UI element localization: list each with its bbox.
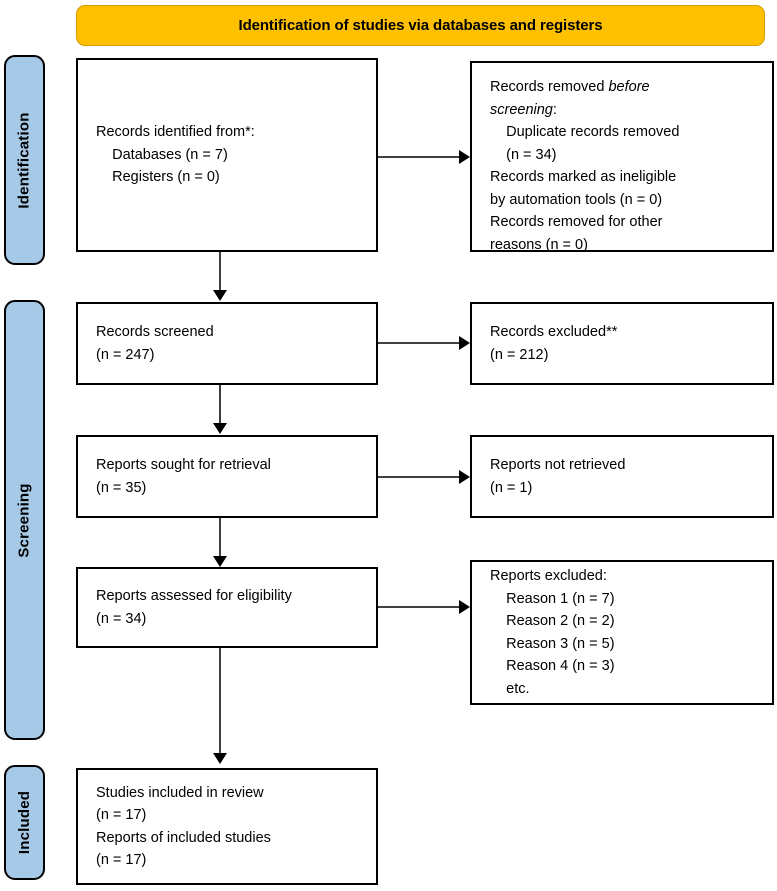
- box-records-screened-text: Records screened (n = 247): [96, 324, 214, 363]
- box-records-removed: Records removed before screening: Duplic…: [470, 61, 774, 253]
- connector-sought-to-assessed: [219, 518, 221, 558]
- connector-assessed-to-excluded: [378, 606, 462, 608]
- connector-identified-to-screened: [219, 252, 221, 292]
- arrowhead-assessed-to-included: [213, 753, 227, 764]
- stage-band-included: Included: [4, 765, 45, 880]
- box-reports-not-retrieved: Reports not retrieved (n = 1): [470, 435, 774, 518]
- box-records-identified-text: Records identified from*: Databases (n =…: [96, 124, 255, 186]
- arrowhead-sought-to-assessed: [213, 556, 227, 567]
- arrowhead-screened-to-sought: [213, 423, 227, 434]
- stage-label-included: Included: [16, 790, 33, 855]
- box-records-screened: Records screened (n = 247): [76, 302, 378, 385]
- box-reports-sought-text: Reports sought for retrieval (n = 35): [96, 457, 271, 496]
- box-reports-assessed-text: Reports assessed for eligibility (n = 34…: [96, 588, 292, 627]
- connector-screened-to-sought: [219, 385, 221, 425]
- box-records-excluded: Records excluded** (n = 212): [470, 302, 774, 385]
- page-title: Identification of studies via databases …: [238, 17, 603, 34]
- box-reports-excluded: Reports excluded: Reason 1 (n = 7) Reaso…: [470, 560, 774, 705]
- box-reports-assessed: Reports assessed for eligibility (n = 34…: [76, 567, 378, 648]
- stage-label-screening: Screening: [16, 482, 34, 558]
- connector-sought-to-not-retrieved: [378, 476, 462, 478]
- box-studies-included: Studies included in review (n = 17) Repo…: [76, 768, 378, 885]
- connector-assessed-to-included: [219, 648, 221, 755]
- diagram-header-banner: Identification of studies via databases …: [76, 5, 765, 46]
- stage-label-identification: Identification: [16, 111, 34, 209]
- arrowhead-sought-to-not-retrieved: [459, 470, 470, 484]
- box-records-excluded-text: Records excluded** (n = 212): [490, 324, 618, 363]
- box-records-removed-text: Records removed before screening: Duplic…: [490, 79, 680, 253]
- stage-band-screening: Screening: [4, 300, 45, 740]
- arrowhead-identified-to-screened: [213, 290, 227, 301]
- arrowhead-screened-to-excluded: [459, 336, 470, 350]
- connector-identified-to-removed: [378, 156, 462, 158]
- box-reports-sought: Reports sought for retrieval (n = 35): [76, 435, 378, 518]
- connector-screened-to-excluded: [378, 342, 462, 344]
- box-studies-included-text: Studies included in review (n = 17) Repo…: [96, 784, 271, 869]
- box-reports-excluded-text: Reports excluded: Reason 1 (n = 7) Reaso…: [490, 568, 615, 697]
- box-records-identified: Records identified from*: Databases (n =…: [76, 58, 378, 252]
- arrowhead-assessed-to-excluded: [459, 600, 470, 614]
- box-reports-not-retrieved-text: Reports not retrieved (n = 1): [490, 457, 626, 496]
- arrowhead-identified-to-removed: [459, 150, 470, 164]
- stage-band-identification: Identification: [4, 55, 45, 265]
